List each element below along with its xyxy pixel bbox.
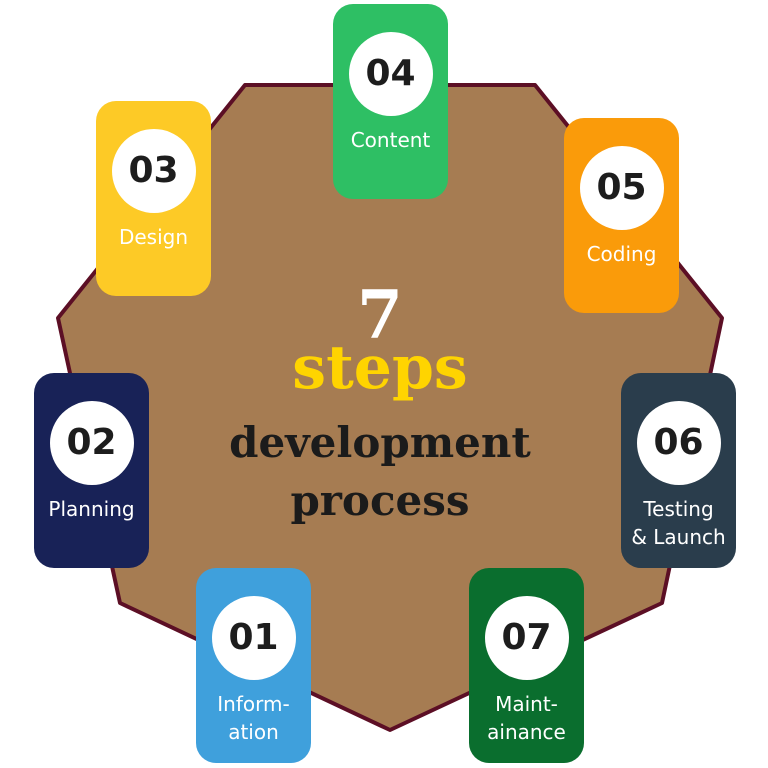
step-label: Maint- ainance <box>487 692 566 744</box>
step-number-badge: 02 <box>49 401 134 485</box>
step-card-01: 01 Inform- ation <box>196 568 311 763</box>
step-number-badge: 01 <box>211 596 296 680</box>
step-card-07: 07 Maint- ainance <box>469 568 584 763</box>
step-number-badge: 06 <box>636 401 721 485</box>
step-card-04: 04 Content <box>333 4 448 199</box>
step-label: Planning <box>48 497 135 521</box>
title-word: steps <box>292 333 468 403</box>
step-label: Inform- ation <box>217 692 290 744</box>
step-number-badge: 03 <box>111 129 196 213</box>
title-line-1: development <box>229 418 531 467</box>
step-number-badge: 05 <box>579 146 664 230</box>
step-label: Content <box>350 128 431 152</box>
step-number-badge: 04 <box>348 32 433 116</box>
step-number-badge: 07 <box>484 596 569 680</box>
title-number: 7 <box>357 276 403 354</box>
step-label: Design <box>118 225 189 249</box>
step-label: Coding <box>586 242 657 266</box>
step-label: Testing & Launch <box>631 497 726 549</box>
step-card-05: 05 Coding <box>564 118 679 313</box>
step-card-06: 06 Testing & Launch <box>621 373 736 568</box>
title-line-2: process <box>290 476 470 525</box>
step-card-03: 03 Design <box>96 101 211 296</box>
step-card-02: 02 Planning <box>34 373 149 568</box>
